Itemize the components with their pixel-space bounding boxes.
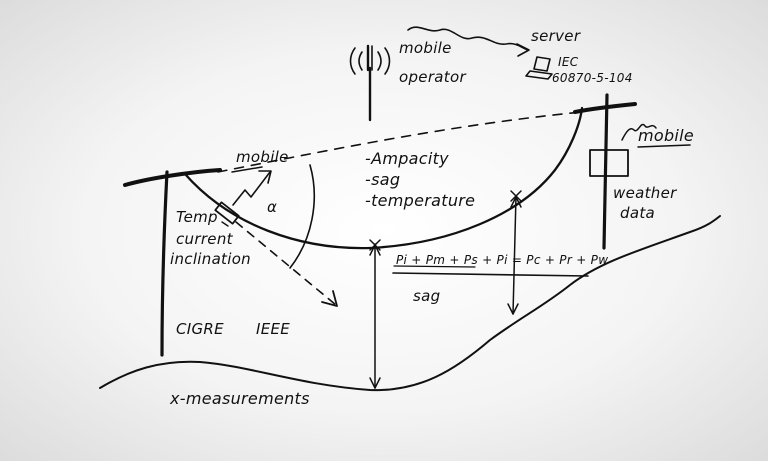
- equation-sag-denominator: sag: [413, 287, 440, 305]
- sag-measure-arrow-right: [507, 190, 522, 315]
- server-laptop-icon: [525, 56, 553, 80]
- weather-station-icon: [589, 149, 629, 177]
- weather-label-line2: data: [620, 204, 655, 222]
- weather-label-line1: weather: [613, 184, 677, 202]
- right-tower: [573, 93, 637, 250]
- standard-label-line1: IEC: [558, 55, 579, 69]
- equation-fraction-line: [392, 272, 589, 277]
- ground-terrain-line: [99, 215, 721, 392]
- output-temperature: -temperature: [365, 191, 475, 210]
- inclination-arrow: [235, 221, 338, 307]
- mobile-right-label: mobile: [638, 126, 694, 145]
- left-tower: [123, 168, 222, 357]
- standard-label-line2: 60870-5-104: [552, 71, 633, 85]
- sensor-label-inclination: inclination: [170, 250, 251, 268]
- antenna-icon: [349, 44, 391, 122]
- equation-underline: [393, 265, 476, 268]
- angle-arc: [289, 164, 316, 269]
- dashed-reference-line: [217, 111, 583, 173]
- cigre-label: CIGRE: [176, 320, 224, 338]
- output-ampacity: -Ampacity: [365, 149, 449, 168]
- angle-alpha-symbol: α: [267, 198, 277, 216]
- mobile-operator-label-line2: operator: [399, 68, 466, 86]
- operator-to-server-link: [407, 26, 530, 57]
- heat-balance-equation: Pi + Pm + Ps + Pi = Pc + Pr + Pw: [396, 253, 608, 267]
- output-sag: -sag: [365, 170, 400, 189]
- mobile-right-squiggle: [621, 123, 657, 141]
- line-sensor: [214, 201, 240, 227]
- sag-measure-arrow-left: [369, 239, 381, 389]
- ieee-label: IEEE: [256, 320, 290, 338]
- x-measurements-label: x-measurements: [169, 389, 310, 408]
- mobile-right-underline: [637, 144, 691, 148]
- wireless-signal-arrow: [232, 170, 272, 206]
- mobile-operator-label-line1: mobile: [399, 39, 452, 57]
- power-line-conductor: [183, 106, 584, 250]
- sensor-label-current: current: [176, 230, 234, 248]
- sensor-label-temp: Temp: [176, 208, 218, 226]
- server-label: server: [531, 27, 581, 45]
- mobile-left-label: mobile: [236, 148, 289, 166]
- mobile-left-underline: [231, 166, 263, 173]
